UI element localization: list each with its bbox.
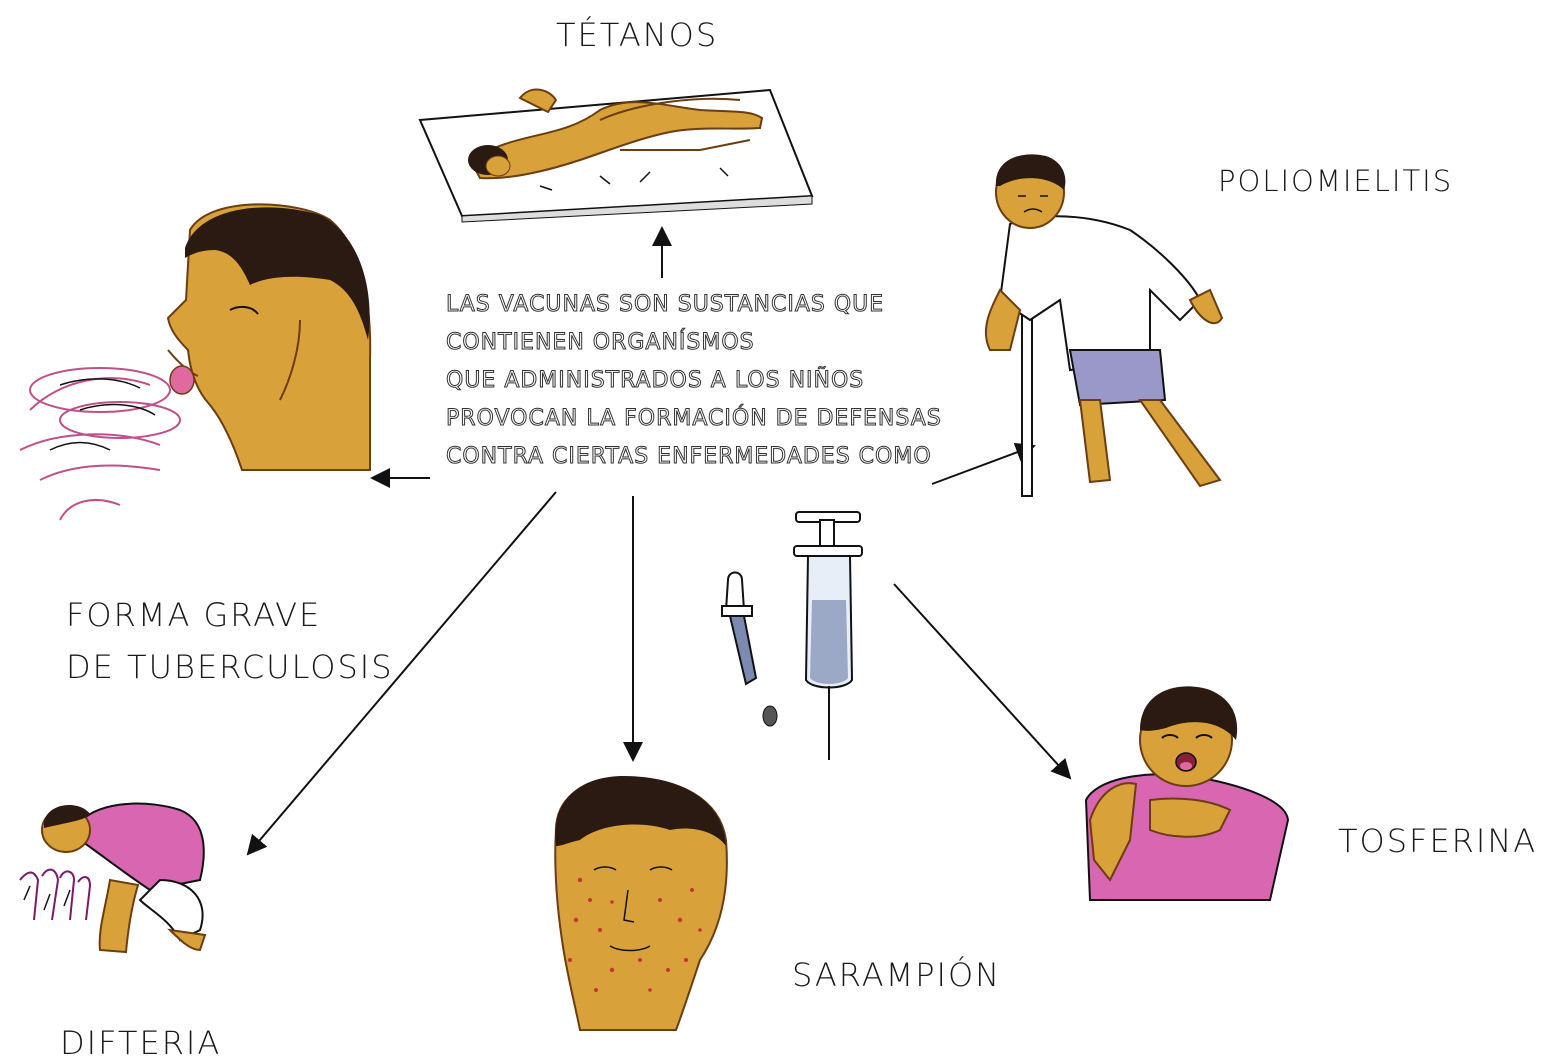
label-tetanos: TÉTANOS [556,16,718,54]
tetanus-patient-icon [420,90,812,222]
label-tuberculosis-line1: FORMA GRAVE [66,596,321,634]
label-sarampion: SARAMPIÓN [792,956,1001,994]
polio-patient-crutch-icon [986,154,1222,496]
crouching-child-icon [20,804,205,952]
description-line-1: LAS VACUNAS SON SUSTANCIAS QUE [446,286,946,324]
label-tuberculosis-line2: DE TUBERCULOSIS [66,648,394,686]
choking-child-icon [1086,686,1288,900]
label-difteria: DIFTERIA [60,1024,221,1062]
syringe-and-dropper-icon [722,512,862,760]
description-line-4: PROVOCAN LA FORMACIÓN DE DEFENSAS [446,400,946,438]
vaccine-description: LAS VACUNAS SON SUSTANCIAS QUE CONTIENEN… [446,286,946,476]
description-line-3: QUE ADMINISTRADOS A LOS NIÑOS [446,362,946,400]
description-line-2: CONTIENEN ORGANÍSMOS [446,324,946,362]
label-poliomielitis: POLIOMIELITIS [1218,164,1453,198]
measles-face-icon [555,776,727,1030]
arrow-to-polio [932,446,1034,484]
arrow-to-tosferina [894,584,1070,778]
coughing-man-icon [20,204,370,520]
description-line-5: CONTRA CIERTAS ENFERMEDADES COMO [446,438,946,476]
label-tosferina: TOSFERINA [1338,822,1537,860]
